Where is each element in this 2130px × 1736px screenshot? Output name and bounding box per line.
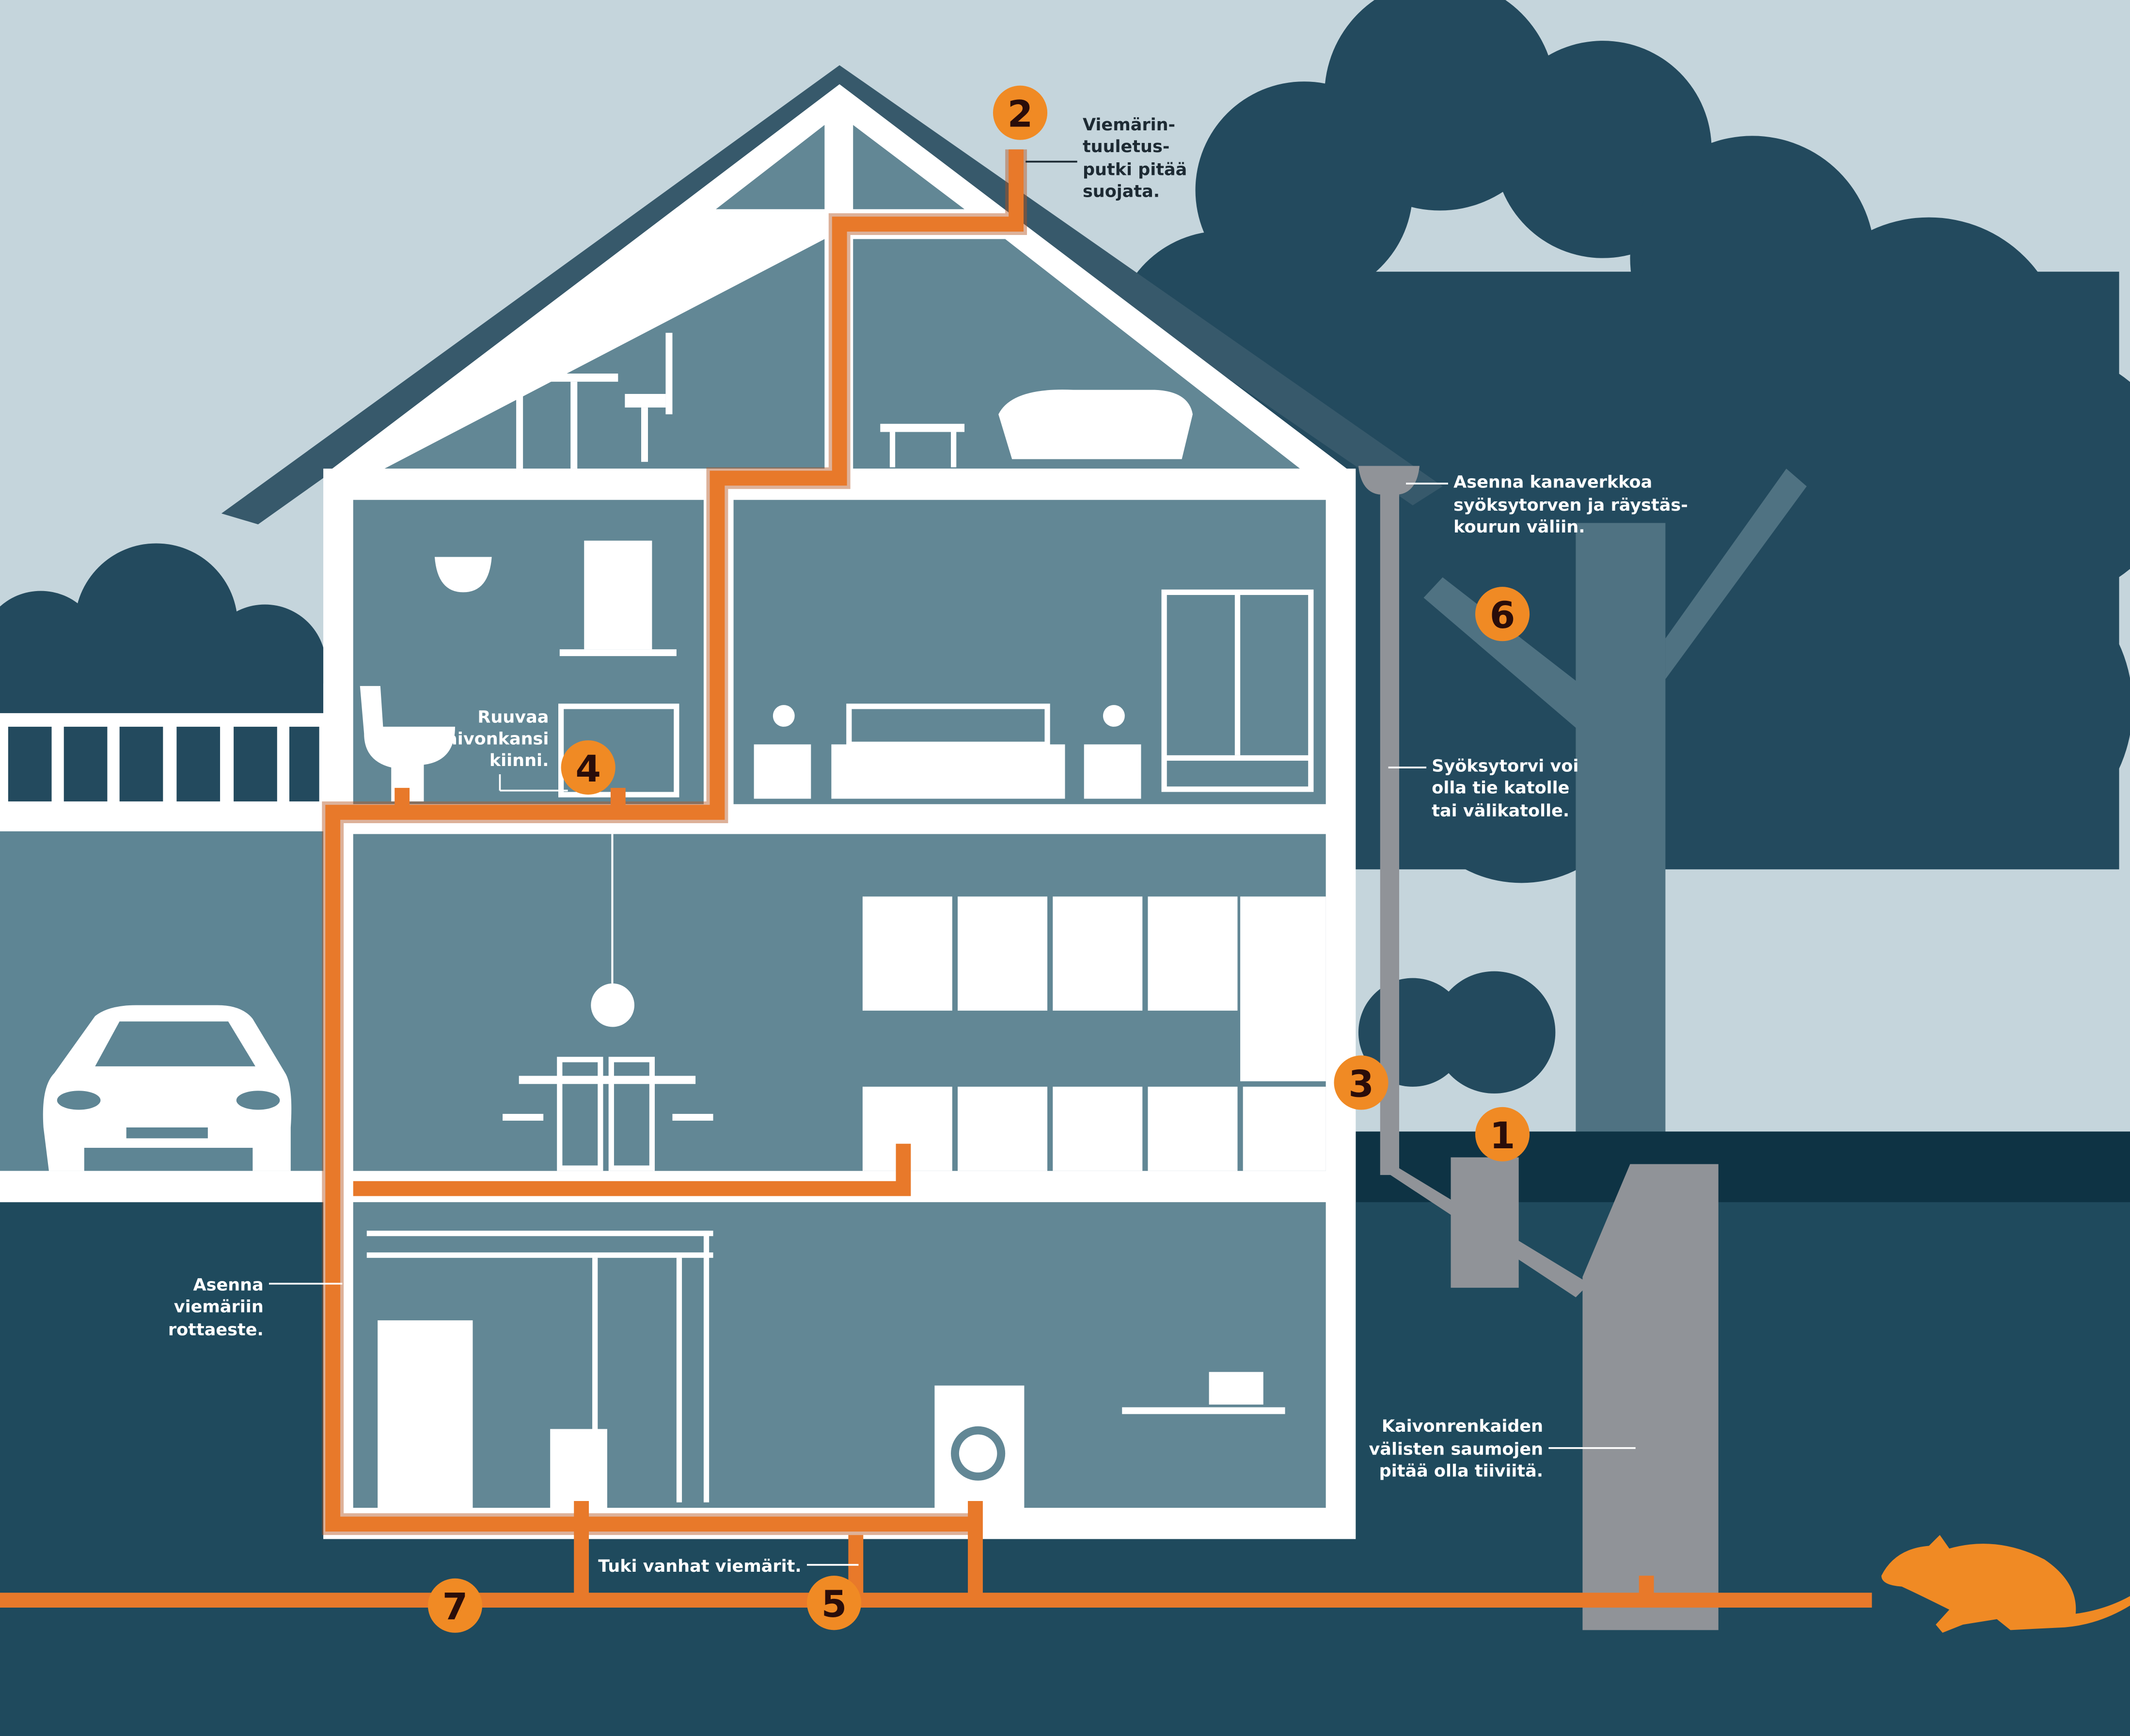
toilet-drain-pipe bbox=[394, 788, 626, 813]
label-oldsewer: Tuki vanhat viemärit. bbox=[598, 1556, 801, 1576]
marker-2: 2 bbox=[993, 85, 1048, 140]
marker-number: 7 bbox=[442, 1586, 468, 1628]
car-icon bbox=[43, 1005, 292, 1171]
fence-slats bbox=[8, 726, 319, 802]
marker-1: 1 bbox=[1475, 1107, 1530, 1162]
basement bbox=[353, 1202, 1326, 1508]
attic-top-right bbox=[853, 125, 965, 209]
marker-6: 6 bbox=[1475, 587, 1530, 641]
furniture bbox=[360, 332, 1326, 1511]
marker-number: 6 bbox=[1490, 594, 1515, 637]
sewer-pipe bbox=[325, 149, 1024, 1532]
marker-7: 7 bbox=[427, 1578, 483, 1633]
rat-icon bbox=[1881, 1535, 2130, 1633]
well bbox=[1582, 1164, 1719, 1630]
marker-number: 3 bbox=[1348, 1063, 1374, 1105]
marker-number: 2 bbox=[1008, 93, 1033, 135]
kitchen-drain-pipe bbox=[353, 1143, 911, 1196]
marker-number: 1 bbox=[1490, 1114, 1515, 1157]
attic-top-left bbox=[716, 125, 825, 209]
underground-pipe bbox=[0, 1501, 1872, 1608]
tree-canopy-right bbox=[1114, 0, 2130, 1094]
marker-number: 4 bbox=[575, 748, 601, 790]
marker-4: 4 bbox=[561, 740, 615, 795]
tree-trunk bbox=[1423, 469, 1807, 1135]
marker-number: 5 bbox=[821, 1583, 847, 1626]
garage-floor bbox=[0, 1171, 326, 1203]
marker-3: 3 bbox=[1334, 1055, 1388, 1110]
tree-canopy-left bbox=[0, 543, 326, 727]
marker-5: 5 bbox=[806, 1576, 862, 1630]
well-box bbox=[1451, 1157, 1519, 1288]
